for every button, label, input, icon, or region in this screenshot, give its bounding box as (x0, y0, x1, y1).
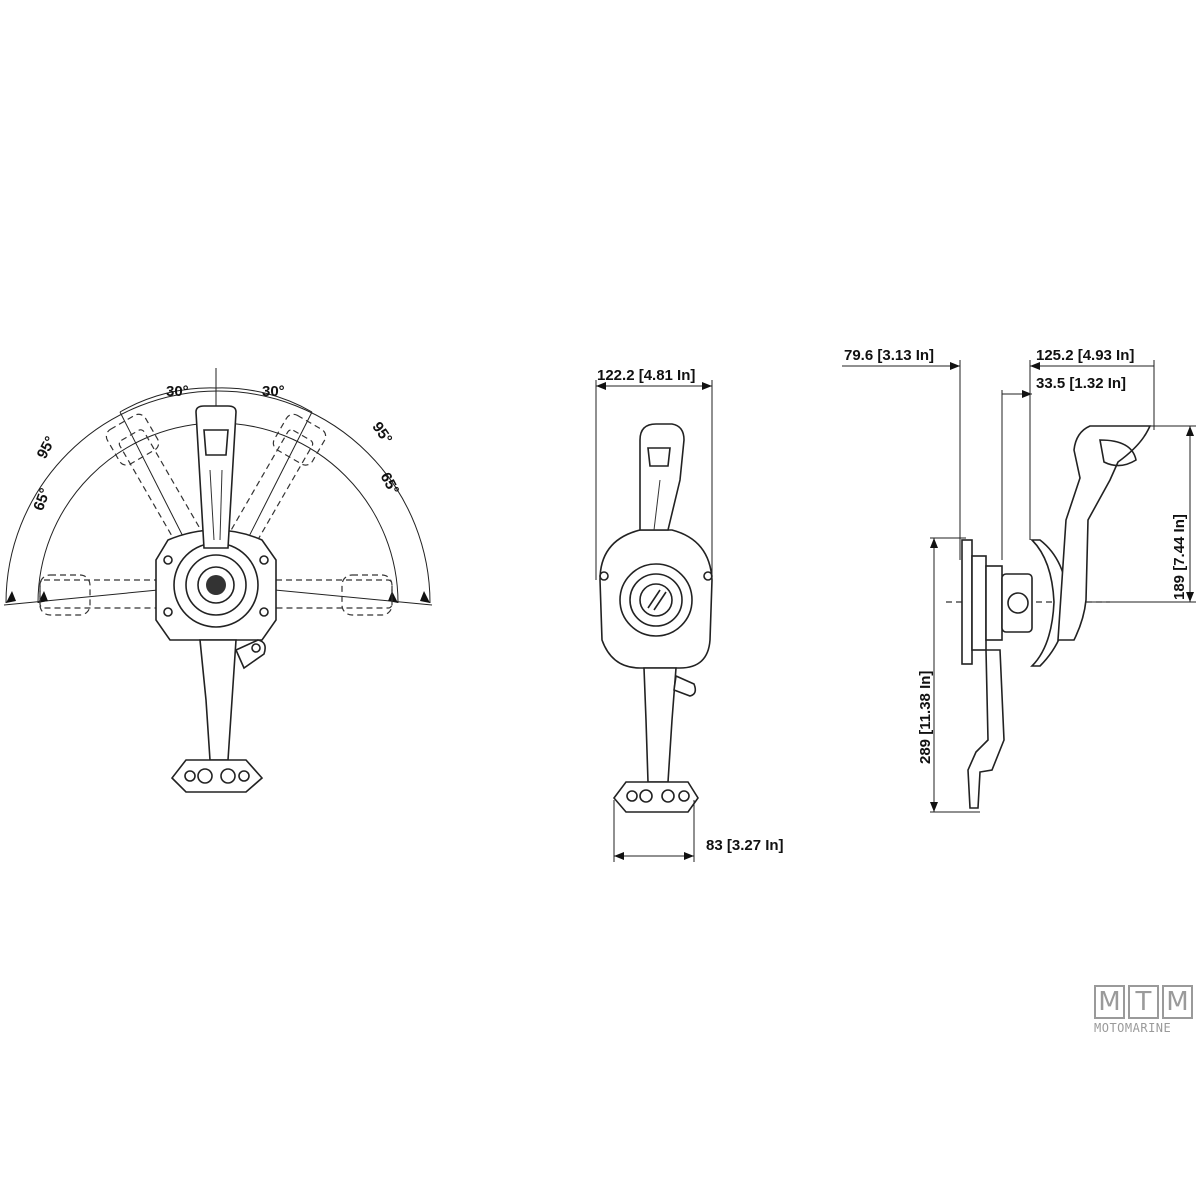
hub-middle (185, 554, 247, 616)
neutral-lever (234, 639, 266, 670)
arrow (1022, 390, 1032, 398)
profile-view: 79.6 [3.13 In] 125.2 [4.93 In] 33.5 [1.3… (842, 347, 1196, 813)
lever-detail (209, 469, 215, 541)
mounting-spacer (971, 555, 987, 651)
side-housing (599, 529, 713, 669)
mount-hole (639, 789, 653, 803)
mount-hole (197, 768, 213, 784)
lever-detail (219, 469, 223, 541)
profile-lever (1057, 425, 1152, 641)
housing-back (985, 565, 1003, 641)
left-30-arc (119, 387, 217, 413)
dial-inner (639, 583, 673, 617)
mount-hole (661, 789, 675, 803)
arrow (1030, 362, 1040, 370)
side-view: 122.2 [4.81 In] 83 [3.27 In] (595, 367, 784, 862)
angle-label-top-right: 30° (262, 383, 285, 400)
inner-offset-label: 33.5 [1.32 In] (1036, 375, 1126, 392)
right-offset-label: 125.2 [4.93 In] (1036, 347, 1134, 364)
front-view: 30° 30° 95° 65° 95° 65° (3, 368, 433, 793)
screw (703, 571, 713, 581)
mounting-plate (961, 539, 973, 665)
lever-upright (195, 405, 237, 549)
screw (599, 571, 609, 581)
lever-detail (653, 479, 661, 531)
mount-hole (626, 790, 638, 802)
shaft (1007, 592, 1029, 614)
logo-word: MOTOMARINE (1094, 1021, 1172, 1035)
mount-hole (678, 790, 690, 802)
lever-grip (647, 447, 671, 467)
arrow (614, 852, 624, 860)
dial-middle (629, 573, 683, 627)
brand-mark-icon (647, 589, 667, 611)
angle-label-top-left: 30° (166, 383, 189, 400)
logo-letters: M T M (1094, 985, 1198, 1019)
screw (163, 555, 173, 565)
right-30-arc (215, 387, 313, 413)
side-mount-arm (643, 667, 677, 783)
screw (251, 643, 261, 653)
arrow (420, 591, 430, 603)
housing-body (1001, 573, 1033, 633)
arrow (1186, 592, 1194, 602)
left-offset-label: 79.6 [3.13 In] (844, 347, 934, 364)
arrow (6, 591, 16, 603)
side-neutral-lever (673, 674, 697, 697)
mount-hole (220, 768, 236, 784)
motomarine-logo: M T M MOTOMARINE (1094, 985, 1198, 1045)
lever-grip (203, 429, 229, 456)
angle-label-inner-left: 65° (30, 486, 54, 513)
screw (259, 555, 269, 565)
base-label: 83 [3.27 In] (706, 837, 784, 854)
angle-label-outer-right: 95° (369, 419, 396, 447)
side-base-plate (612, 781, 699, 813)
arrow (930, 802, 938, 812)
logo-letter: M (1162, 985, 1193, 1019)
arrow (1186, 426, 1194, 436)
logo-letter: M (1094, 985, 1125, 1019)
side-lever (639, 423, 685, 531)
outer-arc (5, 390, 431, 604)
angle-label-outer-left: 95° (34, 434, 60, 462)
arrow (388, 591, 398, 603)
arrow (684, 852, 694, 860)
arrow (930, 538, 938, 548)
mount-hole (184, 770, 196, 782)
dial-outer (619, 563, 693, 637)
angle-label-inner-right: 65° (377, 470, 403, 498)
ghost-lever-left-horizontal (39, 574, 191, 616)
arrow (596, 382, 606, 390)
lower-height-label: 289 [11.38 In] (917, 671, 934, 764)
arrow (702, 382, 712, 390)
profile-bracket (967, 649, 1005, 809)
lever-grip (1099, 439, 1137, 467)
mount-hole (238, 770, 250, 782)
arrow (950, 362, 960, 370)
screw (163, 607, 173, 617)
hub-inner (197, 566, 235, 604)
mount-arm (199, 639, 237, 761)
logo-letter: T (1128, 985, 1159, 1019)
base-plate (170, 759, 264, 793)
width-label: 122.2 [4.81 In] (597, 367, 695, 384)
hub-center (206, 575, 226, 595)
upper-height-label: 189 [7.44 In] (1171, 514, 1188, 600)
screw (259, 607, 269, 617)
